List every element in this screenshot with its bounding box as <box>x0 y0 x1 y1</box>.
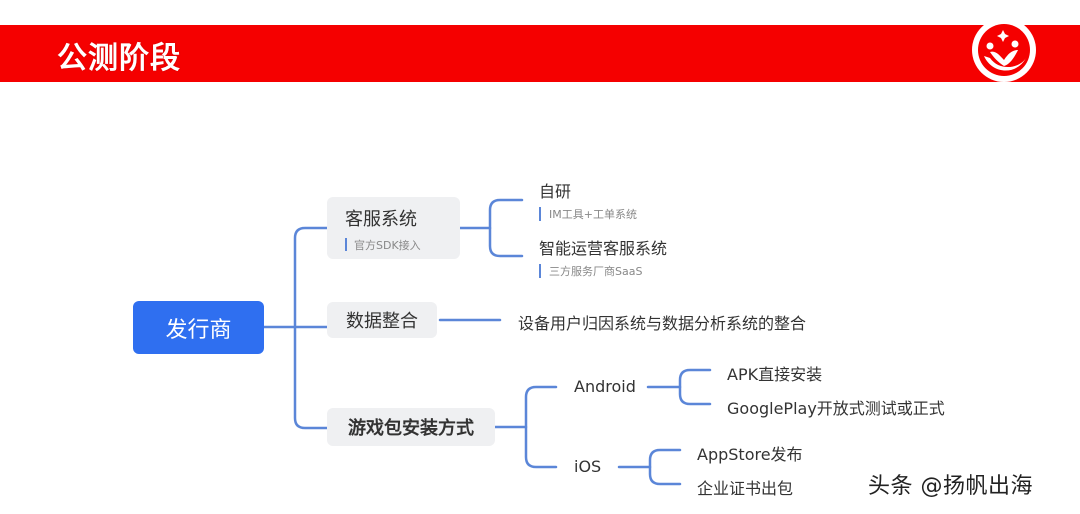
node-attribution-integration[interactable]: 设备用户归因系统与数据分析系统的整合 <box>518 314 807 333</box>
root-node-publisher[interactable]: 发行商 <box>133 301 264 354</box>
header-bar: 公测阶段 <box>0 25 1080 82</box>
node-appstore[interactable]: AppStore发布 <box>697 445 803 464</box>
watermark: 头条 @扬帆出海 <box>868 474 1033 499</box>
node-customer-service[interactable]: 客服系统 官方SDK接入 <box>327 197 460 259</box>
node-label: 游戏包安装方式 <box>348 418 474 439</box>
node-apk-install[interactable]: APK直接安装 <box>727 365 823 384</box>
node-note: 官方SDK接入 <box>345 237 460 253</box>
node-data-integration[interactable]: 数据整合 <box>327 302 437 338</box>
node-googleplay[interactable]: GooglePlay开放式测试或正式 <box>727 399 945 418</box>
node-ios[interactable]: iOS <box>574 457 602 476</box>
page-title: 公测阶段 <box>57 41 181 76</box>
node-label: 数据整合 <box>346 311 418 332</box>
node-android[interactable]: Android <box>574 377 636 396</box>
node-note-im-tools: IM工具+工单系统 <box>539 206 637 222</box>
node-self-developed[interactable]: 自研 <box>539 182 572 201</box>
node-game-install-methods[interactable]: 游戏包安装方式 <box>327 408 495 446</box>
node-enterprise-cert[interactable]: 企业证书出包 <box>697 479 794 498</box>
node-note-saas: 三方服务厂商SaaS <box>539 263 642 279</box>
node-label: 客服系统 <box>345 209 417 230</box>
node-smart-ops-cs[interactable]: 智能运营客服系统 <box>539 239 668 258</box>
company-logo-icon <box>972 18 1036 82</box>
